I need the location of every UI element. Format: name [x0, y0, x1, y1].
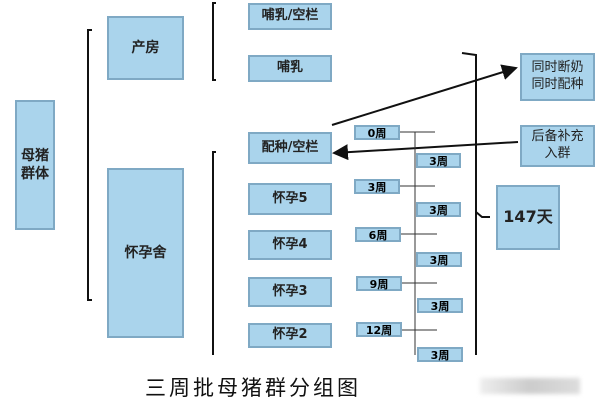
- interval-label: 3周: [416, 153, 461, 168]
- reserve-note: 后备补充 入群: [520, 125, 595, 167]
- stall-box: 怀孕3: [248, 277, 332, 307]
- week-label: 0周: [354, 125, 400, 140]
- diagram-title: 三周批母猪群分组图: [145, 376, 361, 400]
- stall-box: 怀孕2: [248, 323, 332, 348]
- stall-box: 怀孕5: [248, 183, 332, 215]
- interval-label: 3周: [417, 298, 463, 313]
- wean-breed-note: 同时断奶 同时配种: [520, 53, 595, 101]
- stall-box: 哺乳/空栏: [248, 3, 332, 30]
- gestation-house-box: 怀孕舍: [107, 168, 184, 338]
- farrowing-room-box: 产房: [107, 16, 184, 80]
- week-label: 6周: [355, 227, 401, 242]
- week-label: 12周: [356, 322, 402, 337]
- interval-label: 3周: [416, 202, 461, 217]
- interval-label: 3周: [417, 347, 463, 362]
- week-label: 3周: [354, 179, 400, 194]
- stall-box: 怀孕4: [248, 230, 332, 260]
- stall-box: 哺乳: [248, 55, 332, 82]
- stall-box: 配种/空栏: [248, 132, 332, 164]
- week-label: 9周: [356, 276, 402, 291]
- interval-label: 3周: [416, 252, 462, 267]
- cycle-days-box: 147天: [496, 185, 560, 250]
- watermark: [480, 378, 580, 394]
- sow-group-box: 母猪群体: [15, 100, 55, 230]
